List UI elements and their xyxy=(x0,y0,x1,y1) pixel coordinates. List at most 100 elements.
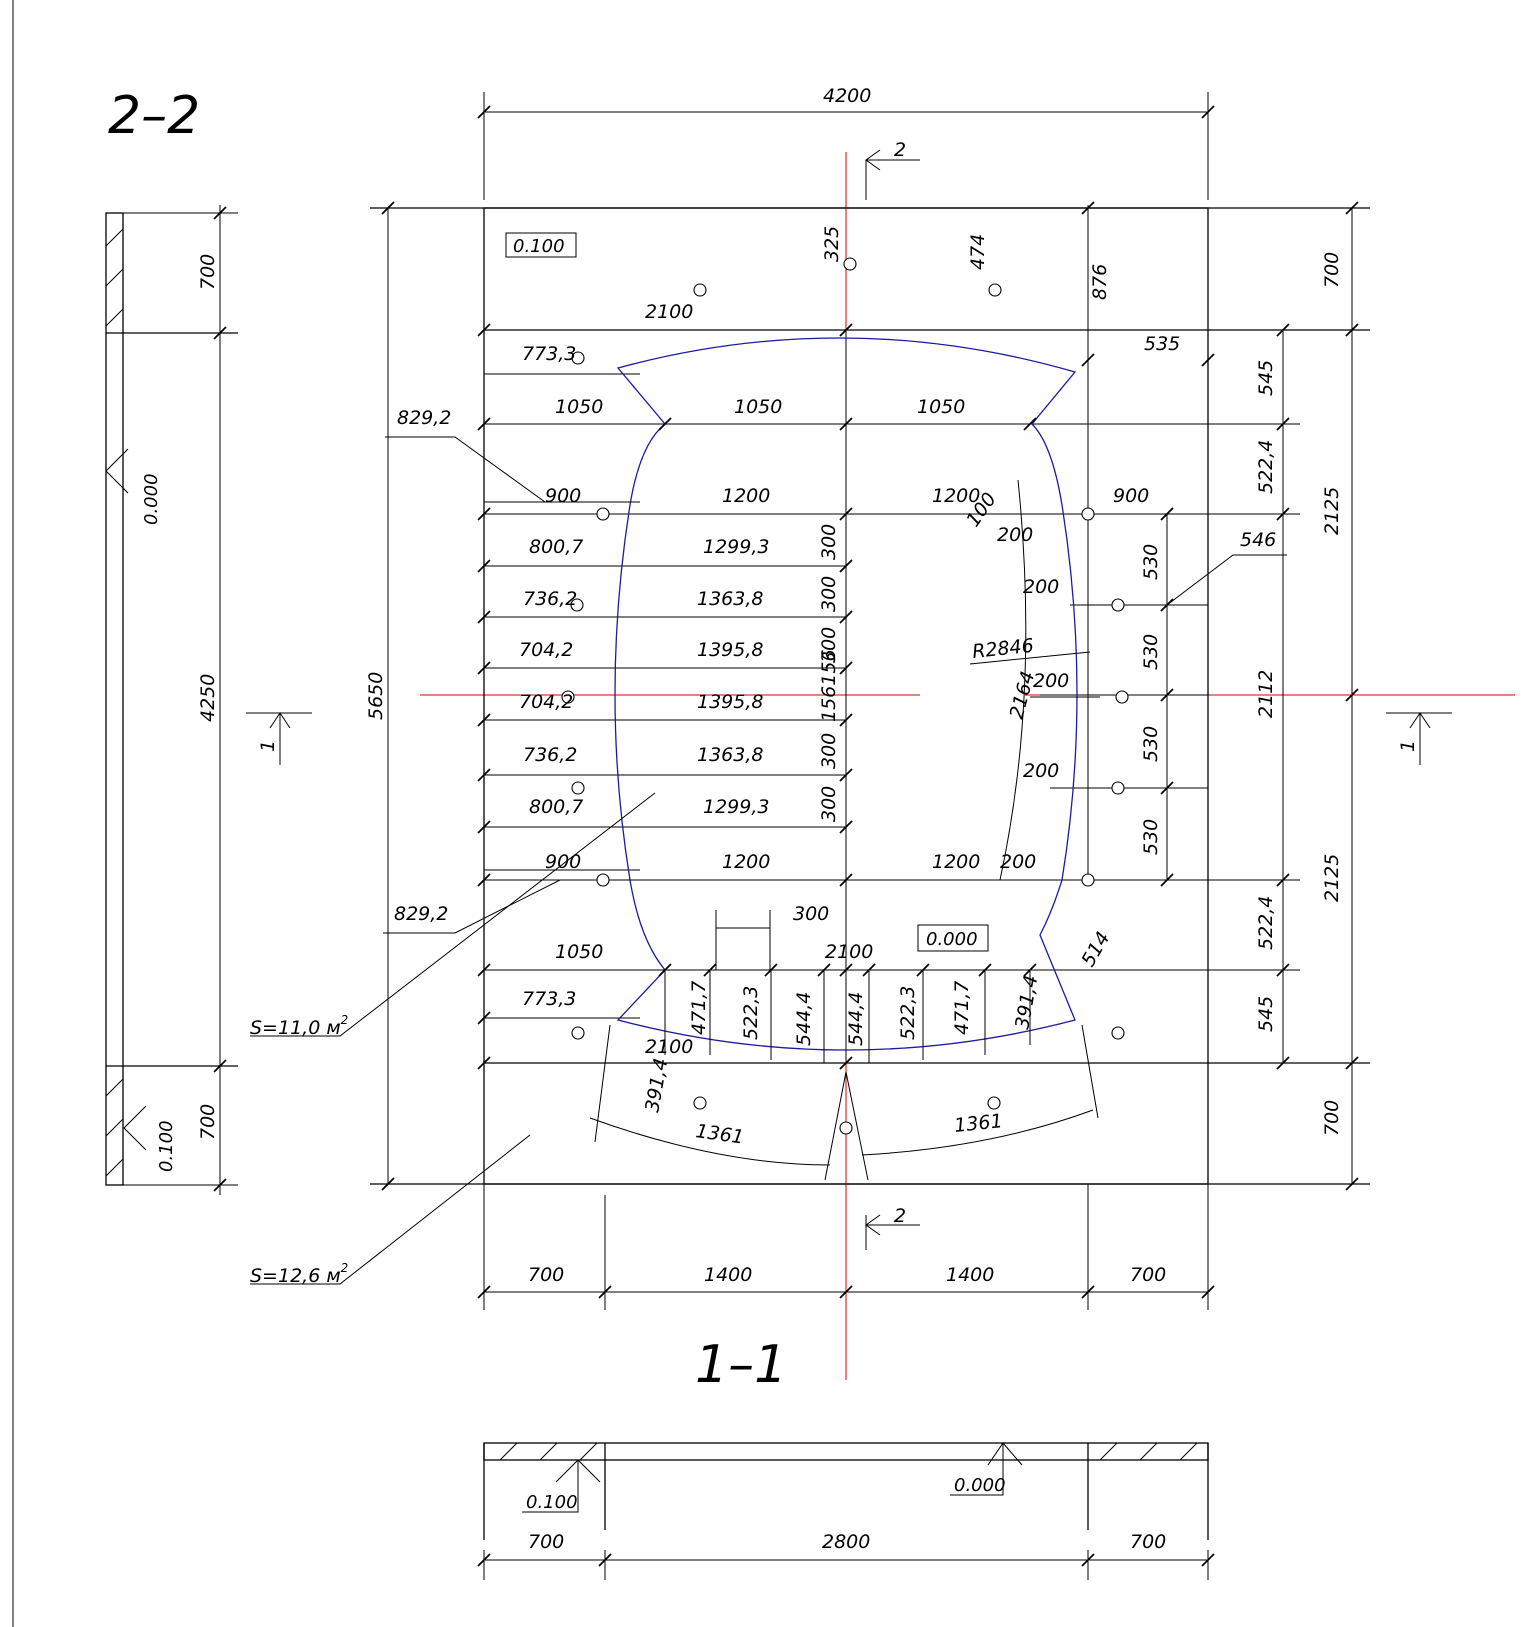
dim-1050-b: 1050 xyxy=(734,396,782,418)
radius-arc-right xyxy=(999,479,1027,881)
level-label-top-left: 0.100 xyxy=(513,236,565,257)
cut-arrow-1-left xyxy=(246,712,312,765)
dim-right-700-bottom: 700 xyxy=(1321,1100,1343,1136)
dim-1299-b: 1299,3 xyxy=(703,796,769,818)
dim-bottom-700-left: 700 xyxy=(528,1264,564,1286)
dim-391-a: 391,4 xyxy=(641,1056,672,1113)
dim-bottom-1400-right: 1400 xyxy=(946,1264,994,1286)
dim-474: 474 xyxy=(967,234,989,270)
dim-514: 514 xyxy=(1077,928,1114,970)
dim-right-545-top: 545 xyxy=(1255,360,1277,396)
level-label-section-bottom-left: 0.100 xyxy=(526,1492,578,1513)
dim-200-e: 200 xyxy=(1000,851,1036,873)
dim-829-top: 829,2 xyxy=(397,407,451,429)
radius-line-c xyxy=(845,1071,869,1181)
anchor-circles xyxy=(561,257,1129,1135)
dim-200-a: 200 xyxy=(997,524,1033,546)
cut-label-1-right: 1 xyxy=(1397,740,1419,752)
dim-bottom-1400-left: 1400 xyxy=(704,1264,752,1286)
dim-300-d: 300 xyxy=(818,733,840,769)
dim-1200-a: 1200 xyxy=(722,485,770,507)
dim-736-b: 736,2 xyxy=(523,744,577,766)
dim-300-b: 300 xyxy=(818,576,840,612)
dim-704-b: 704,2 xyxy=(519,691,573,713)
level-label-section-left: 0.000 xyxy=(141,473,162,525)
dim-section-2800: 2800 xyxy=(822,1531,870,1553)
dim-1395-b: 1395,8 xyxy=(697,691,763,713)
dim-530-a: 530 xyxy=(1140,544,1162,580)
level-box-center xyxy=(917,924,989,952)
dim-right-2125-bottom: 2125 xyxy=(1321,854,1343,902)
radius-arc-bottom-left xyxy=(589,1117,831,1166)
dim-section-700-right: 700 xyxy=(1130,1531,1166,1553)
dim-522-b: 522,3 xyxy=(897,986,919,1040)
section-22-outline xyxy=(105,205,238,1195)
area-label-outer: S=12,6 м2 xyxy=(250,1261,348,1287)
dimension-ticks xyxy=(381,105,1359,1299)
level-label-section-left-bottom: 0.100 xyxy=(156,1120,177,1172)
dim-300-c: 300 xyxy=(818,627,840,663)
leader-546 xyxy=(1166,554,1287,606)
dim-900-left-bottom: 900 xyxy=(545,851,581,873)
section-22-title: 2–2 xyxy=(108,86,200,146)
pit-contour xyxy=(614,337,1078,1051)
leader-829-top xyxy=(385,436,640,503)
dim-900-right: 900 xyxy=(1113,485,1149,507)
dim-800-b: 800,7 xyxy=(529,796,583,818)
cut-label-2-top: 2 xyxy=(894,139,906,161)
dim-right-700-top: 700 xyxy=(1321,252,1343,288)
dim-200-c: 200 xyxy=(1033,670,1069,692)
dim-2100-mid: 2100 xyxy=(825,941,873,963)
dim-704-a: 704,2 xyxy=(519,639,573,661)
dim-1363-b: 1363,8 xyxy=(697,744,763,766)
dim-right-545-bottom: 545 xyxy=(1255,996,1277,1032)
dim-left-700-top: 700 xyxy=(197,254,219,290)
dim-546: 546 xyxy=(1240,529,1276,551)
dim-1050-bottom: 1050 xyxy=(555,941,603,963)
dim-876: 876 xyxy=(1089,264,1111,300)
dim-1361-a: 1361 xyxy=(694,1120,745,1149)
cut-label-1-left: 1 xyxy=(257,740,279,752)
dim-156156: 156156 xyxy=(818,649,840,722)
dim-overall-height: 5650 xyxy=(365,672,387,720)
dim-1395-a: 1395,8 xyxy=(697,639,763,661)
dim-522-a: 522,3 xyxy=(740,986,762,1040)
dim-391-b: 391,4 xyxy=(1011,973,1042,1030)
radius-arc-bottom-right xyxy=(861,1109,1094,1156)
dim-left-4250: 4250 xyxy=(197,674,219,722)
dim-200-d: 200 xyxy=(1023,760,1059,782)
dim-544-a: 544,4 xyxy=(793,992,815,1046)
section-11-title: 1–1 xyxy=(695,1335,787,1395)
dim-right-522-bottom: 522,4 xyxy=(1255,896,1277,950)
leader-area-inner xyxy=(250,792,656,1037)
dim-1363-a: 1363,8 xyxy=(697,588,763,610)
dim-773-top: 773,3 xyxy=(522,343,576,365)
cut-arrow-2-top xyxy=(865,149,920,200)
dim-1200-d: 1200 xyxy=(932,851,980,873)
radius-line-a xyxy=(594,1024,611,1143)
area-label-inner: S=11,0 м2 xyxy=(250,1013,348,1039)
dim-471-a: 471,7 xyxy=(688,981,710,1035)
dim-900-left: 900 xyxy=(545,485,581,507)
dim-200-b: 200 xyxy=(1023,576,1059,598)
radius-line-b xyxy=(824,1071,847,1181)
dim-2100-top: 2100 xyxy=(645,301,693,323)
section-11-outline xyxy=(477,1442,1215,1580)
cut-arrow-1-right xyxy=(1386,712,1452,765)
dim-829-bottom: 829,2 xyxy=(394,903,448,925)
dim-1050-a: 1050 xyxy=(555,396,603,418)
dim-1050-c: 1050 xyxy=(917,396,965,418)
level-label-section-bottom-right: 0.000 xyxy=(954,1475,1006,1496)
dim-section-700-left: 700 xyxy=(528,1531,564,1553)
dim-530-d: 530 xyxy=(1140,819,1162,855)
dim-1299-a: 1299,3 xyxy=(703,536,769,558)
dim-right-2125-top: 2125 xyxy=(1321,487,1343,535)
dim-300-a: 300 xyxy=(818,524,840,560)
dim-bottom-700-right: 700 xyxy=(1130,1264,1166,1286)
cut-label-2-bottom: 2 xyxy=(894,1205,906,1227)
dim-736-a: 736,2 xyxy=(523,588,577,610)
dim-right-522-top: 522,4 xyxy=(1255,440,1277,494)
dim-471-b: 471,7 xyxy=(951,981,973,1035)
dim-1361-b: 1361 xyxy=(953,1110,1003,1137)
